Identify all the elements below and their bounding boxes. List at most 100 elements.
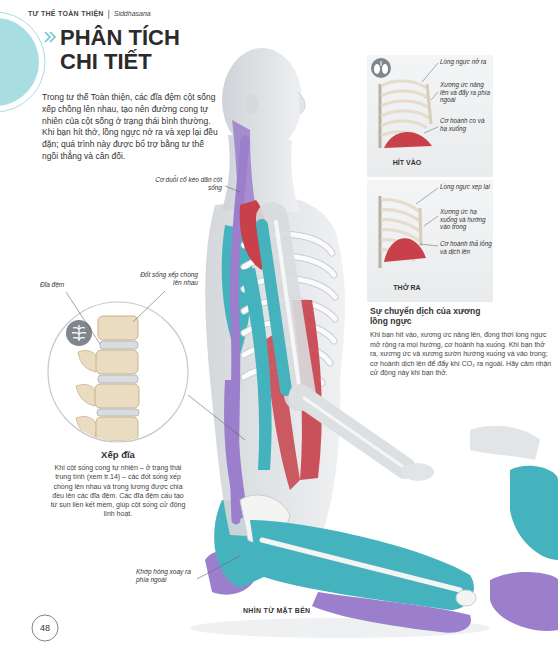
exhale-panel-art	[379, 196, 382, 268]
inset-circle: Xếp đĩaKhi cột sống cong tự nhiên – ở tr…	[45, 300, 191, 525]
title-chevrons	[45, 32, 50, 42]
leader-lines	[66, 186, 245, 579]
inhale-panel-art	[384, 132, 432, 148]
seated-figure	[262, 540, 460, 590]
vertebra-inset	[66, 320, 92, 346]
exhale-panel-art	[384, 238, 426, 262]
exhale-panel-art	[367, 180, 493, 302]
page-title: PHÂN TÍCH CHI TIẾT	[60, 26, 190, 74]
leader-lines	[66, 292, 100, 344]
vertebra-inset	[72, 333, 86, 334]
side-heading: Sự chuyển dịch của xương lồng ngực	[370, 306, 495, 326]
inhale-panel-art	[381, 81, 429, 138]
vertebra-inset	[95, 384, 139, 408]
corner-decoration	[0, 18, 39, 106]
seated-figure	[298, 92, 305, 114]
corner-decoration	[0, 12, 45, 112]
vertebra-inset	[96, 417, 138, 441]
header-section: TƯ THẾ TOÀN THIỆN	[28, 10, 104, 17]
seated-figure	[456, 590, 476, 606]
adjacent-figure	[470, 426, 540, 460]
part-label: Đốt sống xếp chồng lên nhau	[134, 271, 198, 286]
part-label: Cơ hoành co và hạ xuống	[440, 117, 492, 132]
seated-figure	[276, 222, 300, 392]
page-number: 48	[33, 623, 57, 633]
inhale-panel-art	[374, 64, 380, 74]
title-chevrons	[50, 32, 55, 42]
exhale-panel-art	[420, 244, 438, 246]
vertebra-inset	[48, 302, 188, 442]
seated-figure	[312, 592, 471, 633]
exhale-panel-art	[424, 216, 438, 226]
vertebra-inset	[98, 316, 138, 340]
inhale-panel-art	[381, 81, 426, 88]
vertebra-inset	[97, 409, 139, 416]
seated-figure	[300, 395, 405, 468]
inhale-panel-art	[382, 64, 388, 74]
inset-body: Khi cột sống cong tự nhiên – ở trạng thá…	[49, 463, 187, 519]
muscle-label: Cơ duỗi cổ kéo dãn cột sống	[142, 176, 222, 191]
exhale-panel-art	[367, 180, 493, 302]
vertebra-inset	[96, 350, 138, 374]
panel-caption: HÍT VÀO	[367, 159, 447, 166]
adjacent-figure	[510, 466, 558, 560]
leader-lines	[225, 186, 240, 192]
adjacent-figure	[490, 572, 558, 631]
leader-lines	[188, 395, 245, 440]
vertebra-inset	[73, 328, 85, 329]
part-label: Đĩa đệm	[40, 281, 90, 289]
leader-lines	[197, 556, 240, 579]
vertebra-inset	[73, 338, 85, 339]
side-body: Khi bạn hít vào, xương ức nâng lên, đồng…	[370, 330, 554, 378]
header-divider	[108, 10, 109, 19]
inhale-panel-art	[424, 127, 438, 133]
seated-figure	[402, 463, 434, 481]
seated-figure	[304, 398, 402, 466]
intro-text: Trong tư thế Toàn thiện, các đĩa đệm cột…	[42, 92, 222, 163]
inhale-panel-art	[371, 58, 391, 78]
corner-decoration	[0, 12, 45, 112]
vertebra-inset	[76, 384, 97, 406]
seated-figure	[250, 520, 474, 610]
vertebra-inset	[72, 325, 86, 341]
inhale-panel-art	[381, 111, 429, 118]
inhale-panel-art	[381, 91, 428, 98]
exhale-panel-art	[416, 188, 438, 204]
inhale-panel-art	[431, 92, 438, 100]
seated-figure	[262, 225, 286, 390]
exhale-panel-art	[416, 188, 438, 246]
adjacent-figure	[470, 426, 558, 631]
vertebra-inset	[98, 375, 138, 383]
title-chevrons	[45, 32, 55, 42]
view-label: NHÌN TỪ MẶT BÊN	[243, 607, 310, 614]
part-label: Lồng ngực nở ra	[440, 58, 492, 66]
part-label: Cơ hoành thả lỏng và dịch lên	[440, 240, 492, 255]
part-label: Lồng ngực xẹp lại	[440, 183, 492, 191]
leader-lines	[133, 291, 165, 322]
inhale-panel-art	[381, 121, 427, 128]
part-label: Xương ức nâng lên và đẩy ra phía ngoài	[440, 81, 492, 104]
vertebra-inset	[100, 341, 138, 349]
breathing-panel: Lồng ngực nở ra Xương ức nâng lên và đẩy …	[367, 55, 493, 177]
exhale-panel-art	[420, 208, 421, 246]
inset-heading: Xếp đĩa	[45, 449, 191, 460]
panel-caption: THỞ RA	[367, 284, 447, 291]
inhale-panel-art	[381, 101, 429, 108]
inhale-panel-art	[381, 61, 382, 66]
inhale-panel-art	[367, 55, 493, 177]
vertebra-inset	[76, 416, 97, 438]
inhale-panel-art	[422, 63, 438, 133]
page-number-ring	[32, 615, 58, 641]
joint-label: Khớp hông xoay ra phía ngoài	[136, 568, 194, 583]
inhale-panel-art	[427, 84, 431, 124]
vertebra-inset	[48, 302, 188, 442]
inhale-panel-art	[367, 55, 493, 177]
part-label: Xương ức hạ xuống và hướng vào trong	[440, 208, 492, 231]
inhale-panel-art	[422, 63, 438, 82]
breathing-panel: Lồng ngực xẹp lạiXương ức hạ xuống và hư…	[367, 180, 493, 302]
seated-figure	[205, 198, 345, 540]
vertebra-inset	[78, 350, 98, 372]
header-pose: Siddhasana	[114, 10, 151, 17]
seated-figure	[246, 94, 258, 114]
